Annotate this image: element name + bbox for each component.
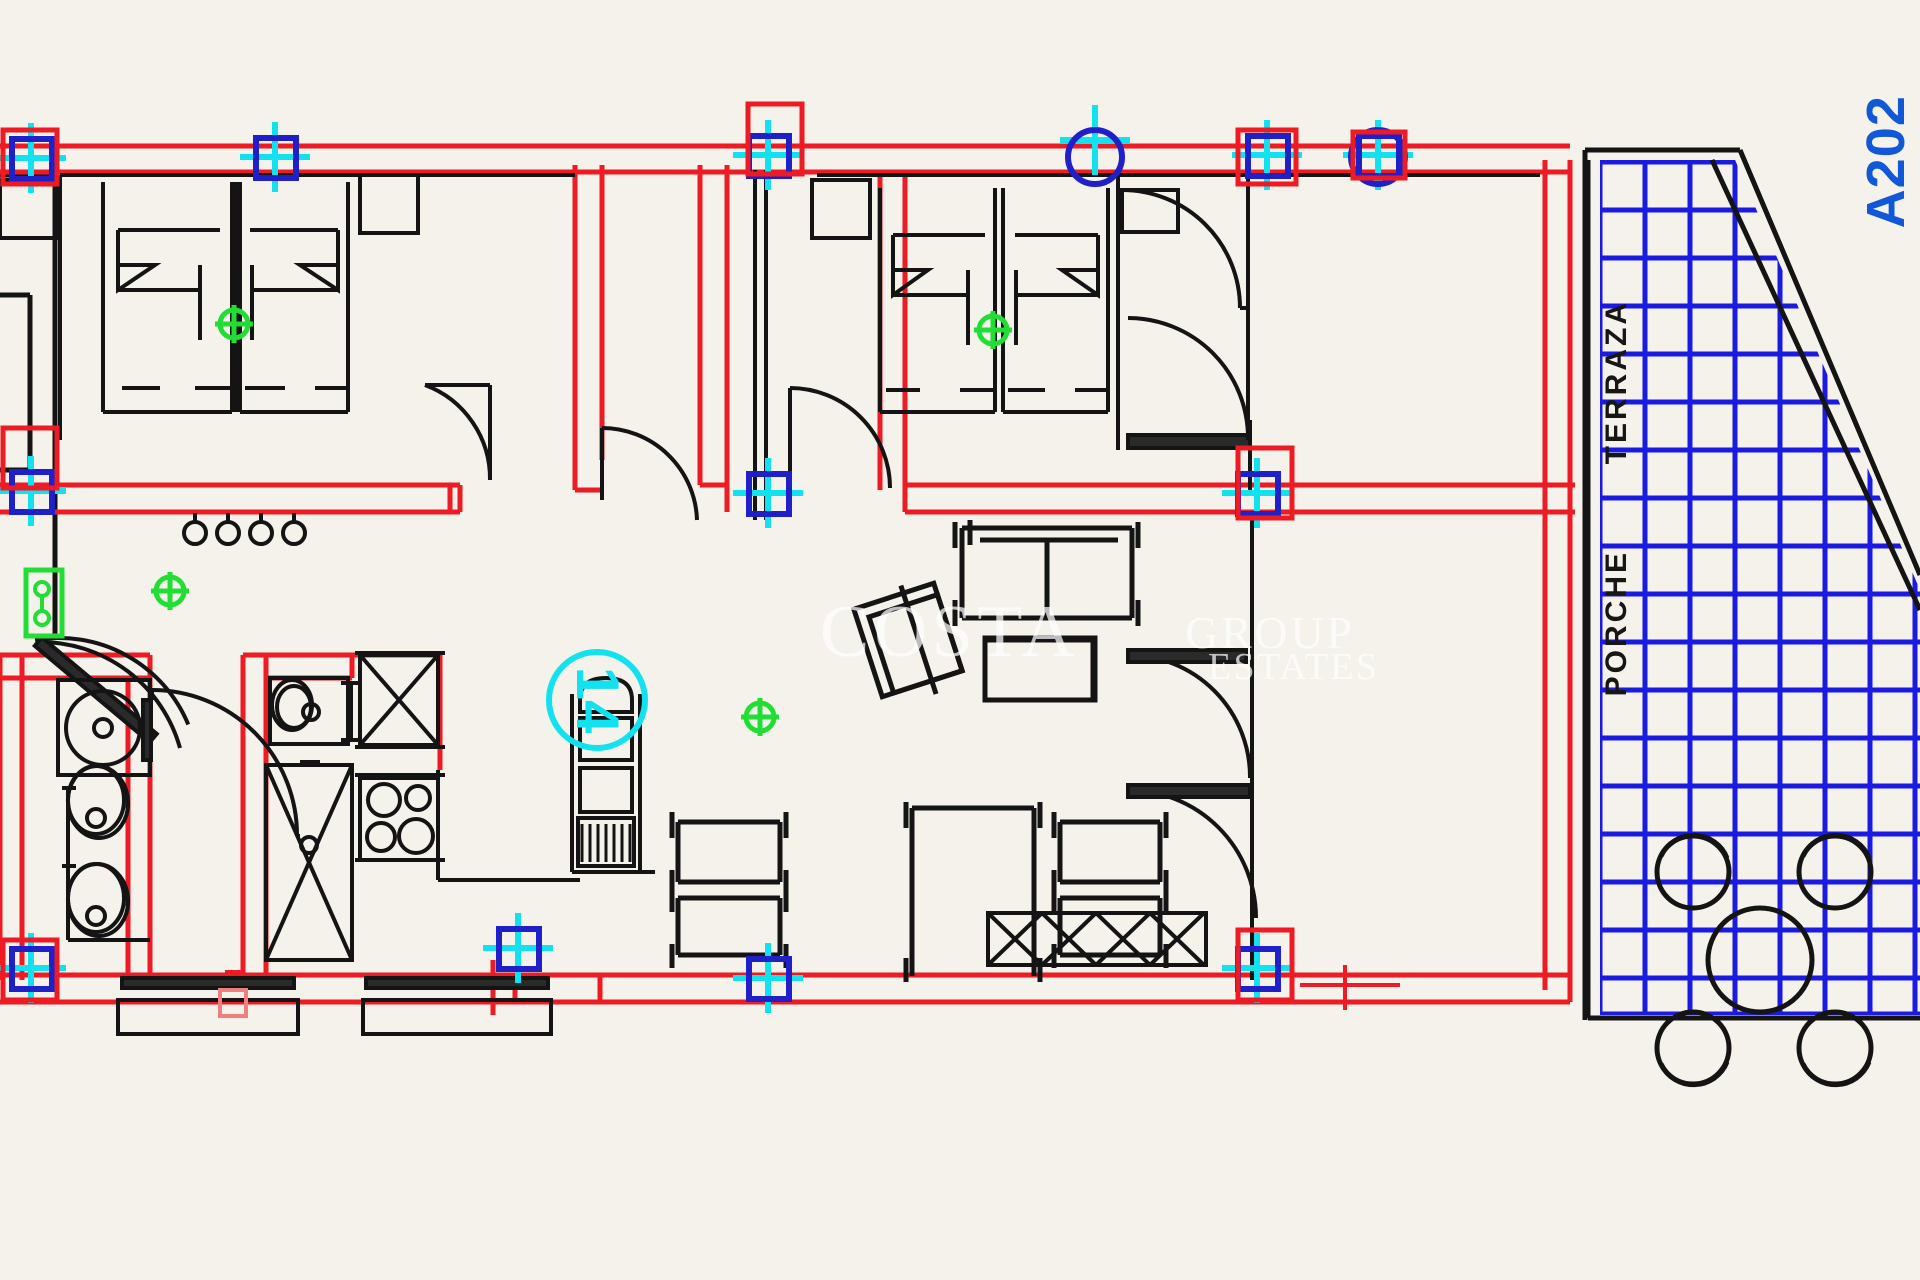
porch-furniture [1654,832,1874,1088]
bedroom-left [0,173,575,481]
ceiling-fixture-markers [151,305,1012,736]
bottom-windows [116,976,553,1036]
tv-unit [982,635,1098,703]
alignment-markers [0,101,1413,1018]
bathroom-fixtures [56,676,358,962]
coat-hooks [182,513,307,546]
terrace-parapet [1585,160,1920,1021]
stair-hatch [986,911,1208,967]
room-number-text: 14 [564,666,631,734]
kitchen-fixtures [355,651,580,882]
bottom-detail-marks [225,965,1400,1010]
electrical-panel-icon [23,567,65,639]
bedroom-right [810,173,1540,490]
terrace-doors [1126,520,1258,980]
